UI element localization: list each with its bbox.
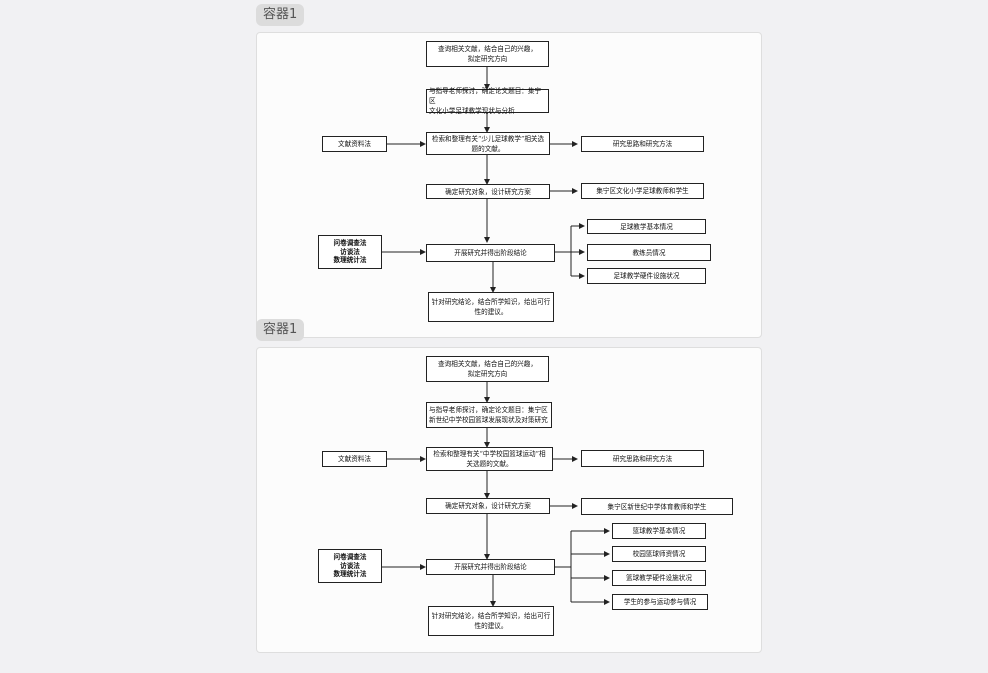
finding-box-2[interactable]: 教练员情况 — [587, 244, 711, 261]
finding-box-1[interactable]: 篮球教学基本情况 — [612, 523, 706, 539]
flow-step-research-design[interactable]: 确定研究对象，设计研究方案 — [426, 184, 550, 199]
container-label[interactable]: 容器1 — [256, 4, 305, 26]
flow-step-literature-query[interactable]: 查询相关文献，结合自己的兴趣， 拟定研究方向 — [426, 356, 549, 382]
flowchart-panel: 查询相关文献，结合自己的兴趣， 拟定研究方向 与指导老师探讨，确定论文题目：集宁… — [256, 32, 762, 338]
flow-step-conduct-research[interactable]: 开展研究并得出阶段结论 — [426, 559, 555, 575]
flow-step-literature-query[interactable]: 查询相关文献，结合自己的兴趣， 拟定研究方向 — [426, 41, 549, 67]
flow-step-recommendations[interactable]: 针对研究结论，结合所学知识，给出可行 性的建议。 — [428, 292, 554, 322]
flowchart-connectors — [382, 382, 610, 607]
flowchart-connectors — [382, 67, 585, 293]
flow-step-topic-discussion[interactable]: 与指导老师探讨，确定论文题目：集宁区 文化小学足球教学现状与分析 — [426, 87, 549, 115]
flow-step-literature-search[interactable]: 检索和整理有关“少儿足球教学”相关选 题的文献。 — [426, 132, 550, 155]
finding-box-1[interactable]: 足球教学基本情况 — [587, 219, 706, 234]
flow-step-recommendations[interactable]: 针对研究结论，结合所学知识，给出可行 性的建议。 — [428, 606, 554, 636]
method-literature-box[interactable]: 文献资料法 — [322, 136, 387, 152]
flow-step-conduct-research[interactable]: 开展研究并得出阶段结论 — [426, 244, 555, 262]
container-label[interactable]: 容器1 — [256, 319, 305, 341]
flowchart-panel: 查询相关文献，结合自己的兴趣， 拟定研究方向 与指导老师探讨，确定论文题目：集宁… — [256, 347, 762, 653]
research-subjects-box[interactable]: 集宁区新世纪中学体育教师和学生 — [581, 498, 733, 515]
finding-box-4[interactable]: 学生的参与运动参与情况 — [612, 594, 708, 610]
finding-box-3[interactable]: 篮球教学硬件设施状况 — [612, 570, 706, 586]
research-ideas-box[interactable]: 研究思路和研究方法 — [581, 136, 704, 152]
research-subjects-box[interactable]: 集宁区文化小学足球教师和学生 — [581, 183, 704, 199]
finding-box-2[interactable]: 校园篮球师资情况 — [612, 546, 706, 562]
flow-step-research-design[interactable]: 确定研究对象，设计研究方案 — [426, 498, 550, 514]
flow-step-literature-search[interactable]: 检索和整理有关“中学校园篮球运动”相 关选题的文献。 — [426, 447, 553, 471]
method-literature-box[interactable]: 文献资料法 — [322, 451, 387, 467]
research-ideas-box[interactable]: 研究思路和研究方法 — [581, 450, 704, 467]
finding-box-3[interactable]: 足球教学硬件设施状况 — [587, 268, 706, 284]
methods-survey-box[interactable]: 问卷调查法 访谈法 数理统计法 — [318, 549, 382, 583]
flow-step-topic-discussion[interactable]: 与指导老师探讨，确定论文题目：集宁区 新世纪中学校园篮球发展现状及对策研究 — [426, 402, 552, 428]
methods-survey-box[interactable]: 问卷调查法 访谈法 数理统计法 — [318, 235, 382, 269]
